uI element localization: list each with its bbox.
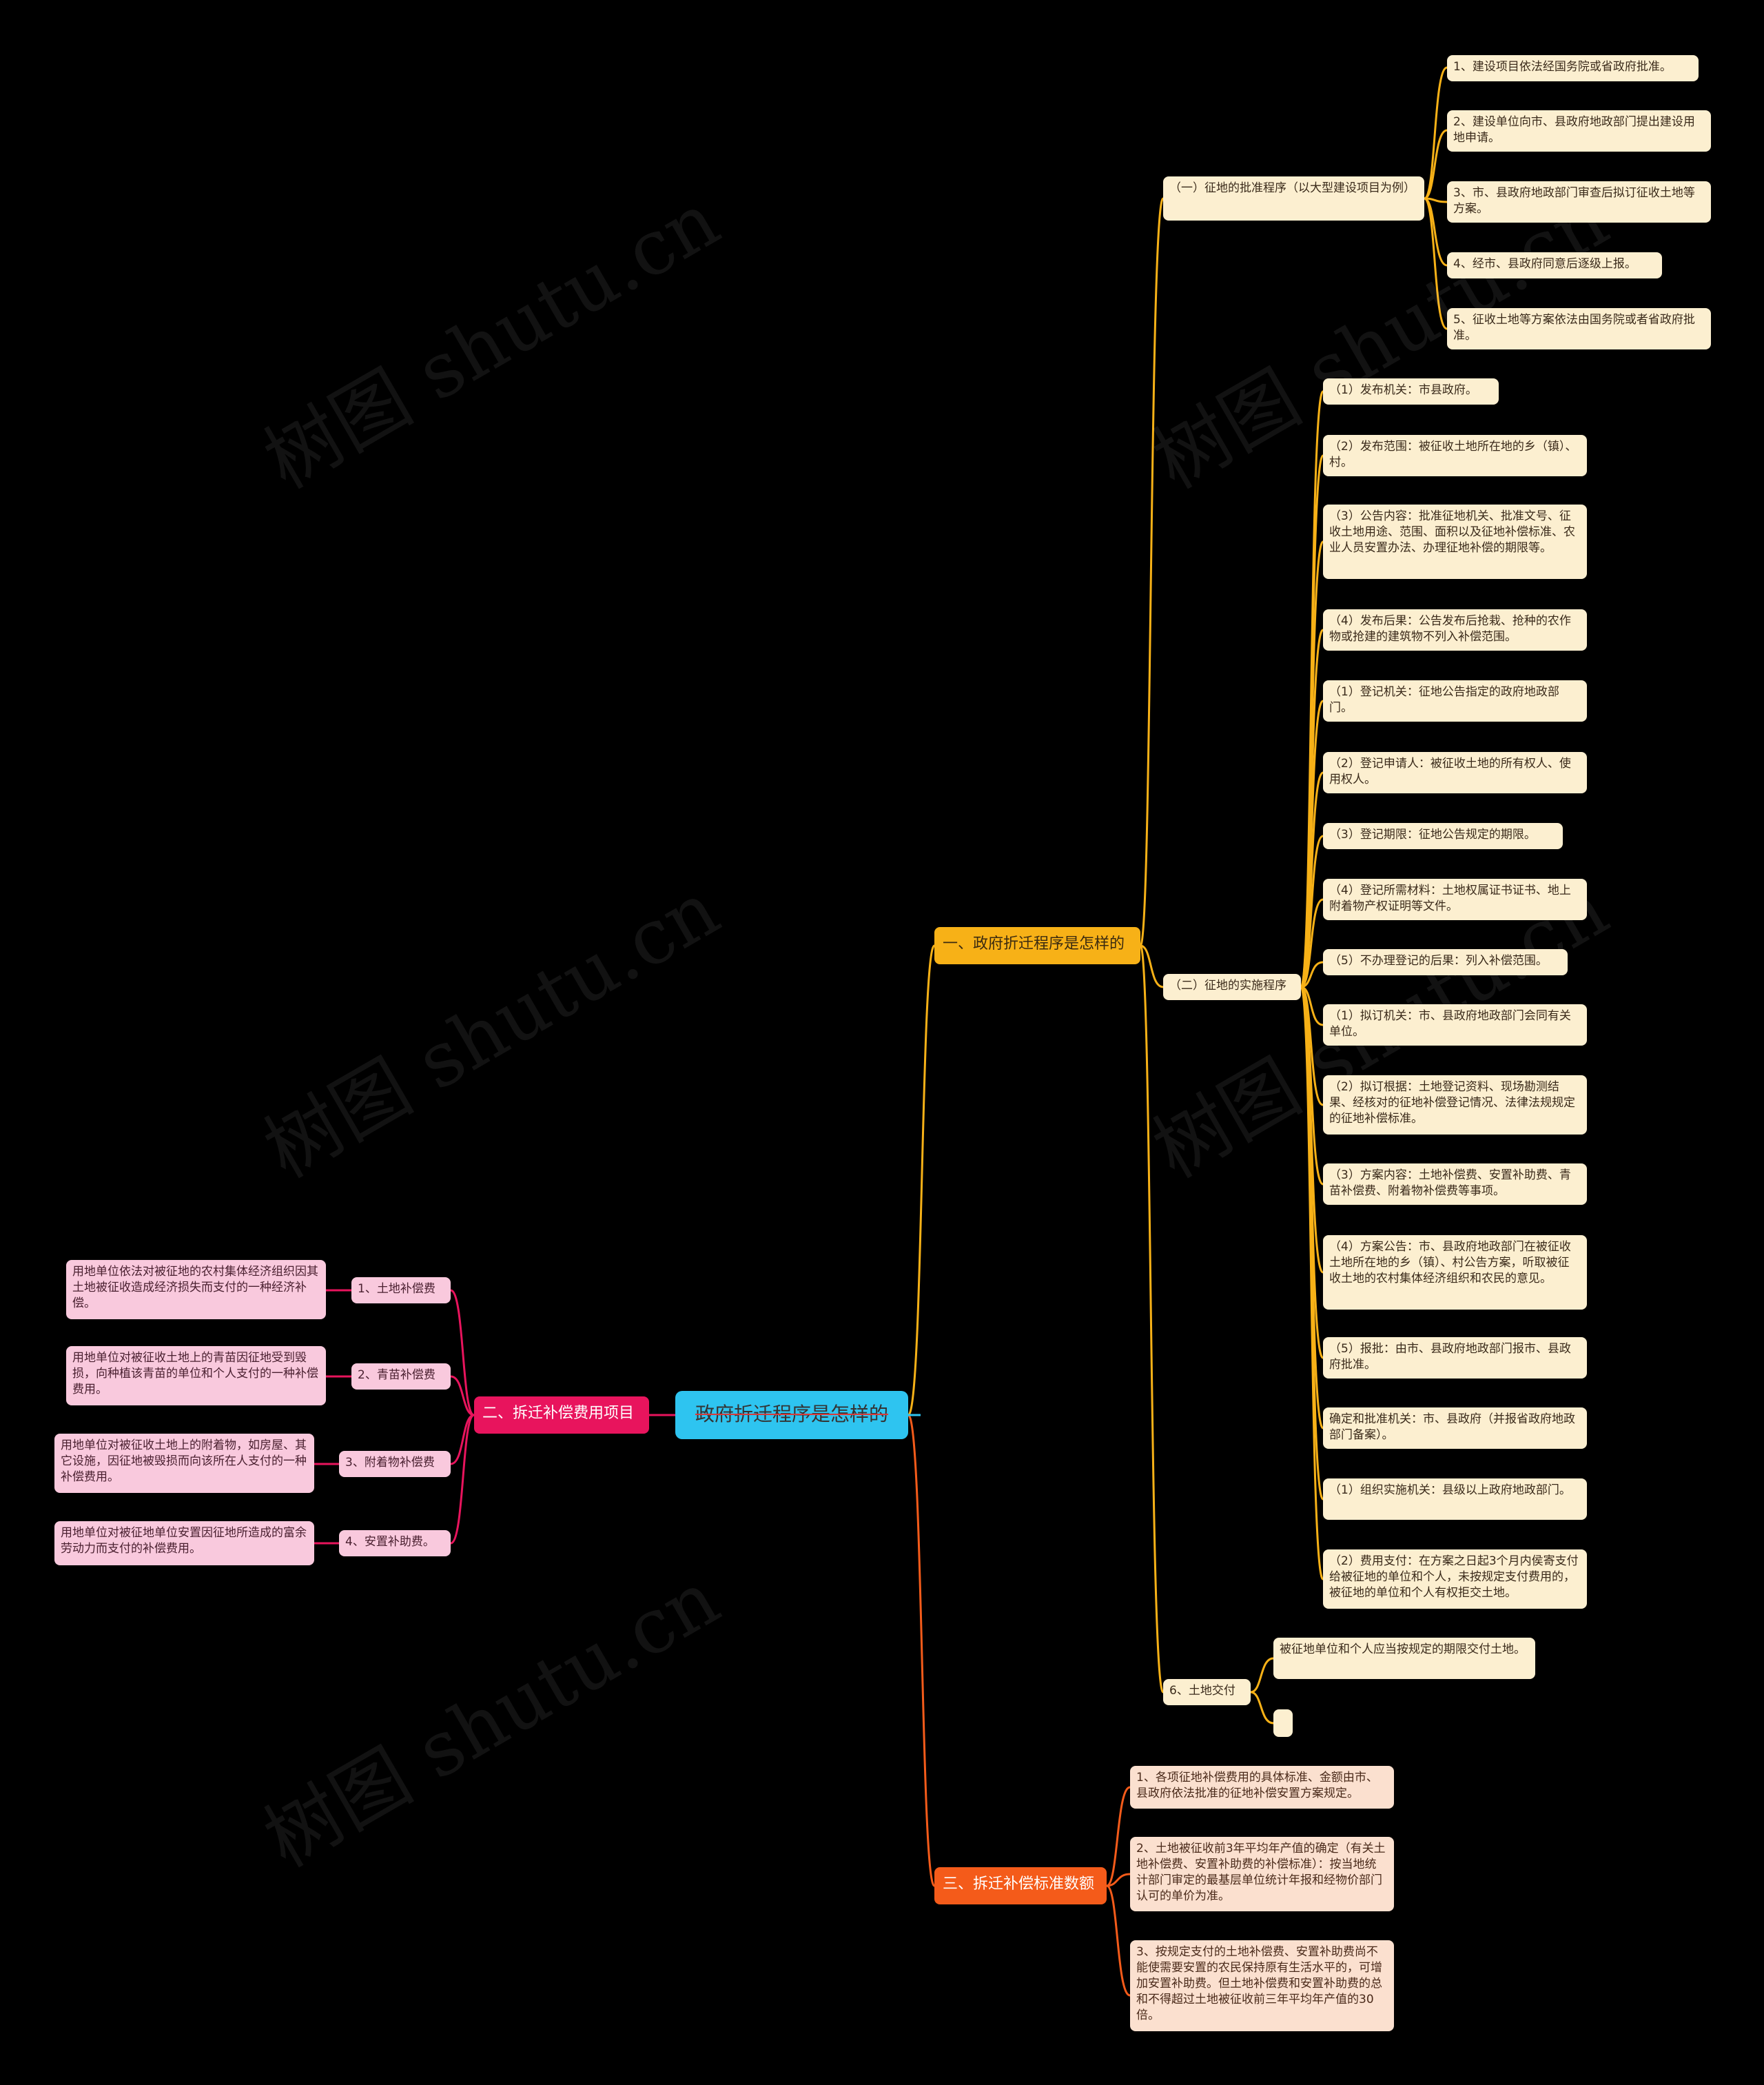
land-delivery-item[interactable]: 被征地单位和个人应当按规定的期限交付土地。: [1273, 1638, 1535, 1679]
compensation-standard[interactable]: 2、土地被征收前3年平均年产值的确定（有关土地补偿费、安置补助费的补偿标准）：按…: [1130, 1837, 1394, 1911]
implementation-item[interactable]: （2）发布范围：被征收土地所在地的乡（镇）、村。: [1323, 435, 1587, 476]
approval-step[interactable]: 1、建设项目依法经国务院或省政府批准。: [1447, 55, 1699, 81]
implementation-item[interactable]: （1）登记机关：征地公告指定的政府地政部门。: [1323, 680, 1587, 722]
implementation-item[interactable]: （2）登记申请人：被征收土地的所有权人、使用权人。: [1323, 752, 1587, 793]
compensation-detail[interactable]: 用地单位对被征收土地上的附着物，如房屋、其它设施，因征地被毁损而向该所在人支付的…: [54, 1434, 314, 1493]
implementation-item[interactable]: （1）拟订机关：市、县政府地政部门会同有关单位。: [1323, 1004, 1587, 1046]
implementation-item[interactable]: （3）公告内容：批准征地机关、批准文号、征收土地用途、范围、面积以及征地补偿标准…: [1323, 505, 1587, 579]
implementation-item[interactable]: （4）发布后果：公告发布后抢栽、抢种的农作物或抢建的建筑物不列入补偿范围。: [1323, 609, 1587, 651]
approval-step[interactable]: 2、建设单位向市、县政府地政部门提出建设用地申请。: [1447, 110, 1711, 152]
compensation-item[interactable]: 1、土地补偿费: [351, 1277, 451, 1303]
root-topic[interactable]: 政府折迁程序是怎样的: [675, 1391, 908, 1439]
branch-compensation-standards[interactable]: 三、拆迁补偿标准数额: [934, 1867, 1107, 1904]
land-delivery[interactable]: 6、土地交付: [1163, 1679, 1251, 1705]
compensation-detail[interactable]: 用地单位对被征收土地上的青苗因征地受到毁损，向种植该青苗的单位和个人支付的一种补…: [66, 1346, 326, 1405]
implementation-item[interactable]: （3）方案内容：土地补偿费、安置补助费、青苗补偿费、附着物补偿费等事项。: [1323, 1163, 1587, 1205]
branch-demolition-procedure[interactable]: 一、政府折迁程序是怎样的: [934, 927, 1140, 964]
implementation-item[interactable]: （3）登记期限：征地公告规定的期限。: [1323, 823, 1563, 849]
approval-procedure[interactable]: （一）征地的批准程序（以大型建设项目为例）: [1163, 176, 1424, 221]
implementation-item[interactable]: （2）费用支付：在方案之日起3个月内侯寄支付给被征地的单位和个人，未按规定支付费…: [1323, 1549, 1587, 1609]
land-delivery-item[interactable]: [1273, 1709, 1293, 1737]
compensation-detail[interactable]: 用地单位依法对被征地的农村集体经济组织因其土地被征收造成经济损失而支付的一种经济…: [66, 1260, 326, 1319]
implementation-item[interactable]: 确定和批准机关：市、县政府（并报省政府地政部门备案）。: [1323, 1407, 1587, 1449]
implementation-item[interactable]: （5）不办理登记的后果：列入补偿范围。: [1323, 949, 1568, 975]
approval-step[interactable]: 5、征收土地等方案依法由国务院或者省政府批准。: [1447, 308, 1711, 349]
compensation-standard[interactable]: 3、按规定支付的土地补偿费、安置补助费尚不能使需要安置的农民保持原有生活水平的，…: [1130, 1940, 1394, 2031]
implementation-item[interactable]: （5）报批：由市、县政府地政部门报市、县政府批准。: [1323, 1337, 1587, 1379]
implementation-procedure[interactable]: （二）征地的实施程序: [1163, 974, 1301, 1000]
implementation-item[interactable]: （1）发布机关：市县政府。: [1323, 378, 1499, 405]
implementation-item[interactable]: （2）拟订根据：土地登记资料、现场勘测结果、经核对的征地补偿登记情况、法律法规规…: [1323, 1075, 1587, 1135]
approval-step[interactable]: 3、市、县政府地政部门审查后拟订征收土地等方案。: [1447, 181, 1711, 223]
compensation-item[interactable]: 3、附着物补偿费: [339, 1451, 451, 1477]
compensation-item[interactable]: 4、安置补助费。: [339, 1530, 451, 1556]
implementation-item[interactable]: （4）方案公告：市、县政府地政部门在被征收土地所在地的乡（镇）、村公告方案，听取…: [1323, 1235, 1587, 1310]
compensation-standard[interactable]: 1、各项征地补偿费用的具体标准、金额由市、县政府依法批准的征地补偿安置方案规定。: [1130, 1766, 1394, 1809]
branch-compensation-items[interactable]: 二、拆迁补偿费用项目: [474, 1396, 649, 1434]
compensation-detail[interactable]: 用地单位对被征地单位安置因征地所造成的富余劳动力而支付的补偿费用。: [54, 1521, 314, 1565]
implementation-item[interactable]: （1）组织实施机关：县级以上政府地政部门。: [1323, 1478, 1587, 1520]
implementation-item[interactable]: （4）登记所需材料：土地权属证书证书、地上附着物产权证明等文件。: [1323, 879, 1587, 920]
compensation-item[interactable]: 2、青苗补偿费: [351, 1363, 451, 1390]
approval-step[interactable]: 4、经市、县政府同意后逐级上报。: [1447, 252, 1662, 278]
